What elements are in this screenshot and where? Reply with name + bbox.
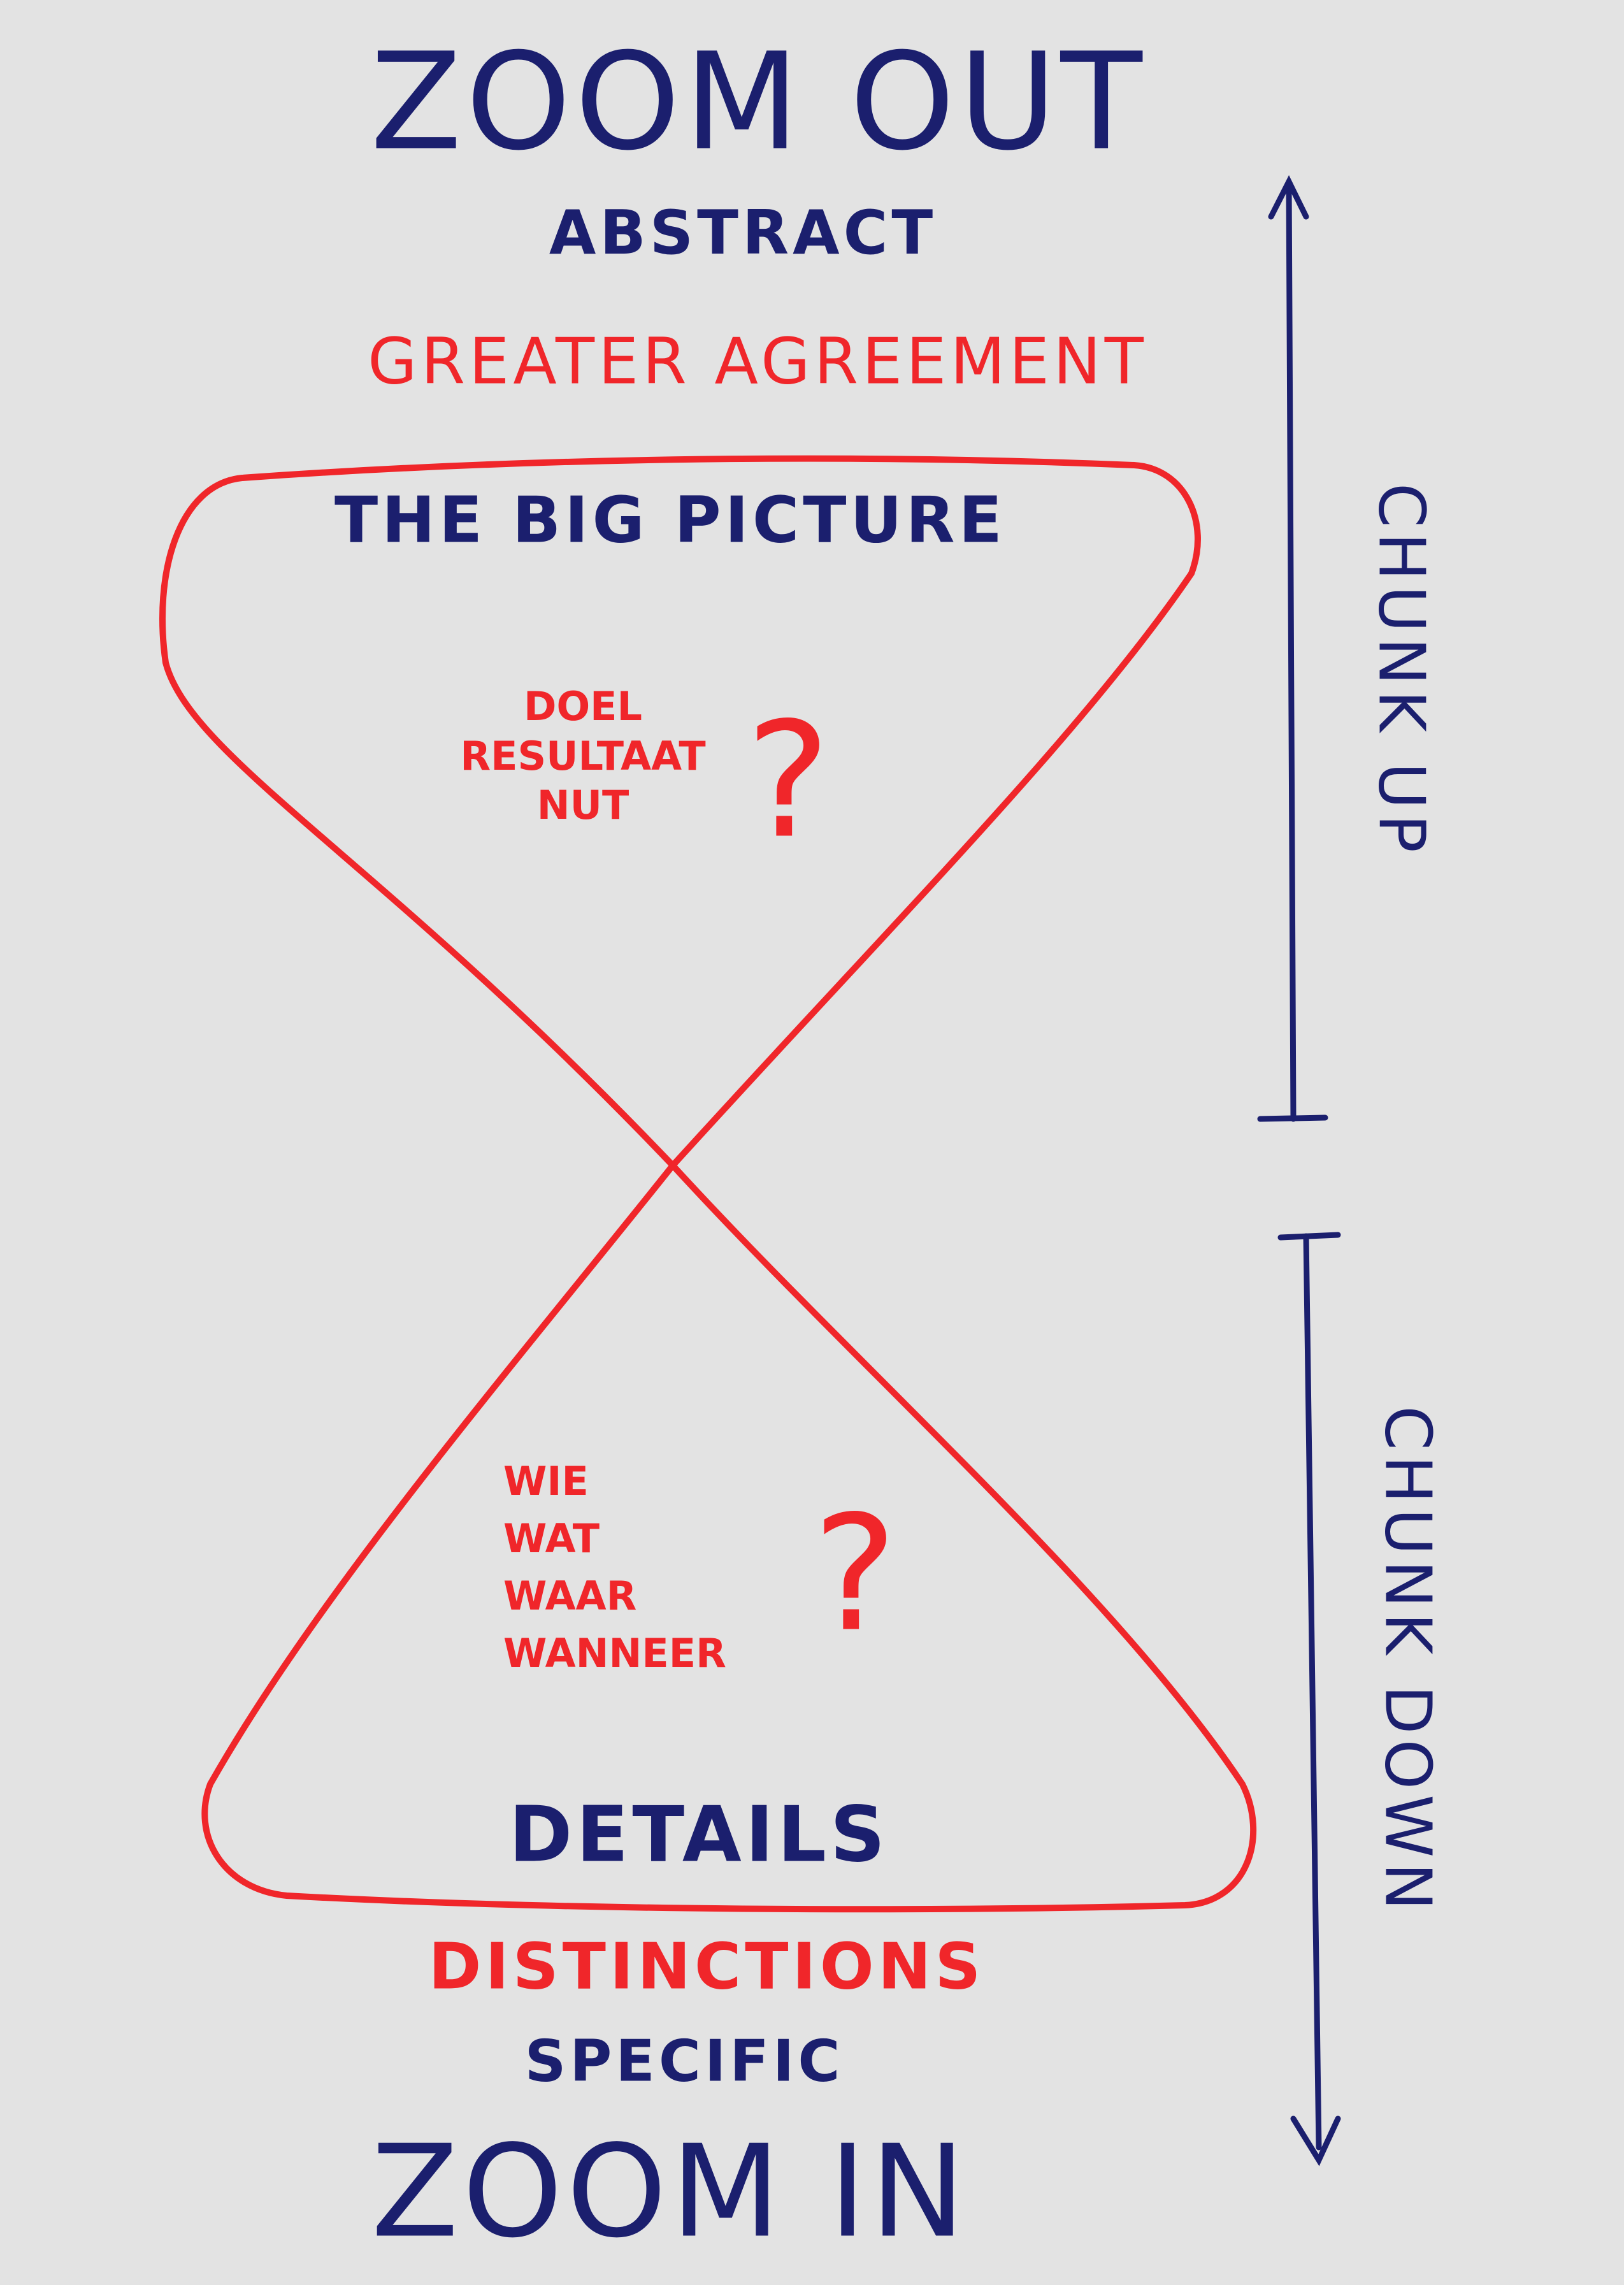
specific-label: SPECIFIC	[524, 2028, 844, 2095]
bottom-questions-list: WIE WAT WAAR WANNEER	[503, 1453, 726, 1682]
top-question-mark: ?	[745, 688, 835, 874]
chunk-up-label: CHUNK UP	[1364, 483, 1439, 858]
chunk-up-arrow	[1257, 175, 1328, 1122]
big-picture-label: THE BIG PICTURE	[334, 482, 1006, 558]
zoom-in-title: ZOOM IN	[371, 2117, 970, 2267]
chunk-down-label: CHUNK DOWN	[1370, 1406, 1446, 1915]
question-wie: WIE	[503, 1458, 589, 1504]
details-label: DETAILS	[508, 1791, 889, 1880]
question-wanneer: WANNEER	[503, 1629, 726, 1676]
top-questions-list: DOEL RESULTAAT NUT	[446, 682, 720, 830]
question-resultaat: RESULTAAT	[460, 732, 706, 779]
zoom-out-title: ZOOM OUT	[370, 24, 1146, 180]
distinctions-label: DISTINCTIONS	[428, 1929, 985, 2004]
question-nut: NUT	[536, 782, 629, 828]
question-waar: WAAR	[503, 1572, 637, 1619]
chunk-down-arrow	[1277, 1232, 1341, 2166]
question-doel: DOEL	[523, 683, 643, 730]
bottom-question-mark: ?	[812, 1481, 902, 1667]
abstract-label: ABSTRACT	[549, 198, 937, 268]
question-wat: WAT	[503, 1515, 600, 1562]
hourglass-outline	[159, 455, 1257, 1913]
greater-agreement-label: GREATER AGREEMENT	[368, 324, 1147, 399]
